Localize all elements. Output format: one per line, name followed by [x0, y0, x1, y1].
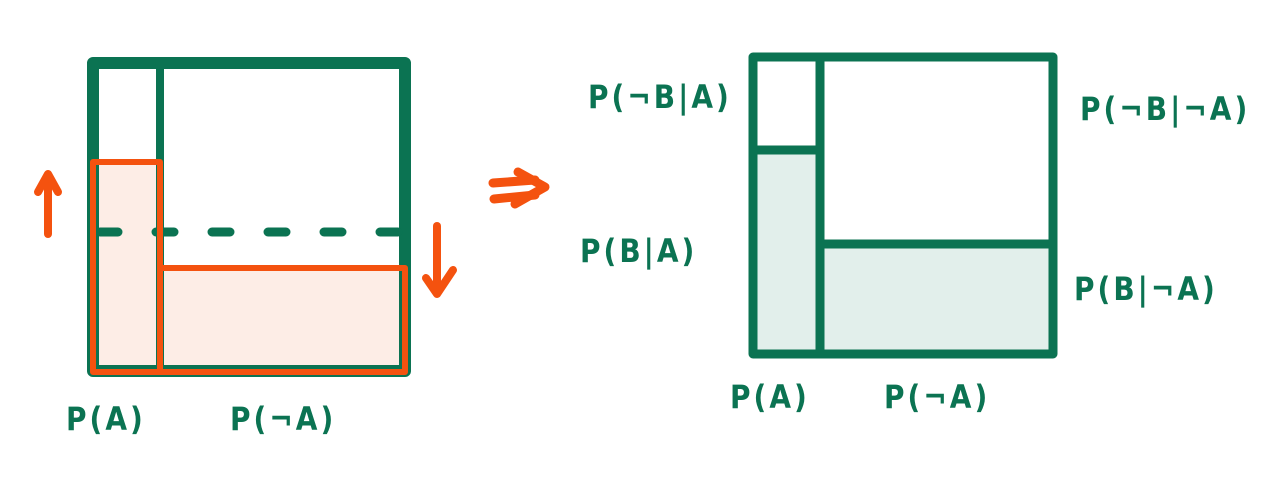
label-p-b-given-not-a: P(B|¬A) — [1074, 270, 1218, 308]
label-p-not-b-given-not-a: P(¬B|¬A) — [1080, 90, 1251, 128]
label-p-b-given-a: P(B|A) — [580, 232, 698, 270]
b-and-not-a-region — [820, 245, 1054, 354]
b-and-a-region — [754, 151, 820, 354]
label-p-not-a-right: P(¬A) — [884, 378, 991, 416]
outer-box — [748, 52, 1058, 359]
p-a-region — [92, 161, 158, 372]
p-not-a-outline — [157, 265, 408, 375]
label-p-not-a-left: P(¬A) — [230, 400, 337, 438]
label-p-a-right: P(A) — [730, 378, 810, 416]
label-p-a-left: P(A) — [66, 400, 146, 438]
left-diagram — [34, 57, 457, 377]
down-arrow-icon — [422, 222, 457, 298]
label-p-not-b-given-a: P(¬B|A) — [588, 78, 732, 116]
p-not-a-region — [160, 268, 406, 372]
right-diagram — [748, 52, 1058, 359]
double-right-arrow-icon — [488, 167, 550, 209]
up-arrow-icon — [34, 170, 62, 238]
